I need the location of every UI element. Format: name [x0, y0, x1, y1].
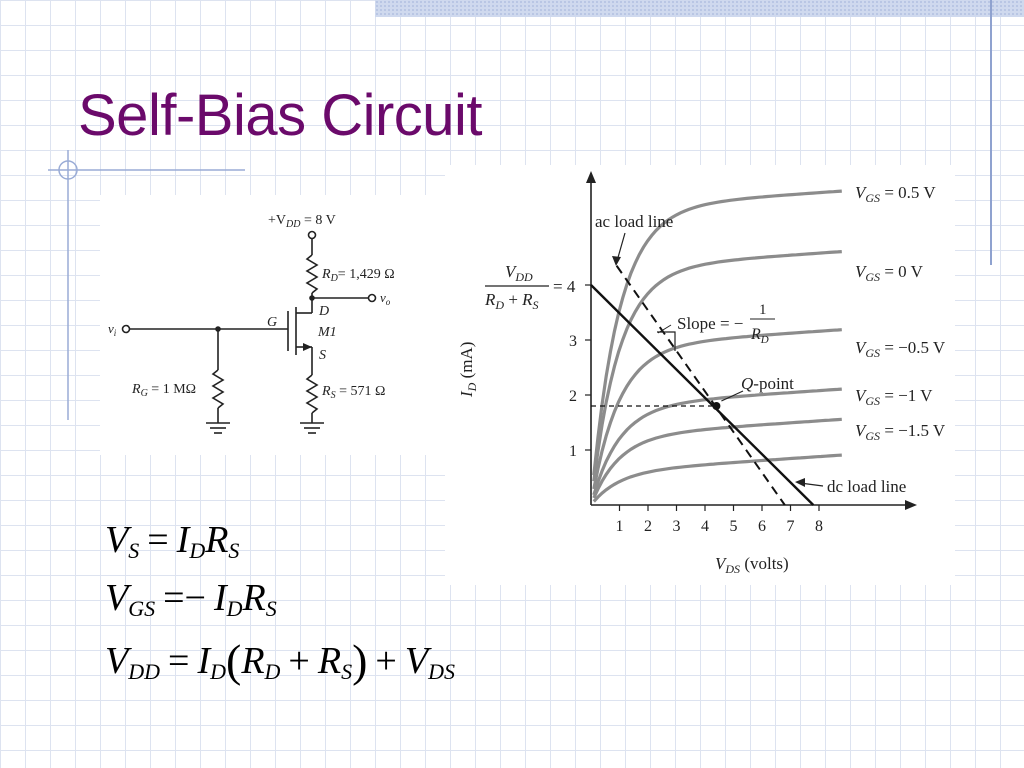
svg-text:vo: vo: [380, 290, 391, 307]
axis-ticks: 1 2 3 4 5 6 7 8 1 2 3: [569, 284, 823, 535]
vgs-label-4: VGS = −1.5 V: [855, 421, 946, 443]
x-tick-label: 6: [758, 518, 766, 535]
svg-text:RD: RD: [750, 326, 769, 346]
x-axis-arrow: [905, 500, 917, 510]
equation-vs: VS=IDRS: [105, 519, 240, 563]
y-tick-label: 2: [569, 388, 577, 405]
dc-load-line-label: dc load line: [827, 477, 906, 496]
y-tick-label: 3: [569, 333, 577, 350]
circuit-svg: +VDD = 8 V RD= 1,429 Ω D G M1 S vo vi RG…: [108, 213, 395, 434]
ac-load-line-label: ac load line: [595, 212, 673, 231]
svg-text:S: S: [319, 348, 326, 363]
q-point-label: Q-point: [741, 374, 794, 393]
equation-vdd: VDD=ID(RD+RS)+VDS: [105, 635, 455, 686]
dc-label-arrowhead: [795, 478, 805, 487]
y-axis-title: ID (mA): [457, 342, 479, 398]
x-tick-label: 3: [673, 518, 681, 535]
svg-text:M1: M1: [317, 325, 337, 340]
slide-title: Self-Bias Circuit: [78, 83, 483, 148]
x-tick-label: 4: [701, 518, 709, 535]
x-tick-label: 5: [730, 518, 738, 535]
vgs-curve-4: [592, 417, 842, 499]
q-point-marker: [712, 402, 721, 410]
ac-label-arrowhead: [612, 256, 621, 266]
y-tick-label: 1: [569, 443, 577, 460]
svg-text:D: D: [318, 304, 329, 319]
svg-text:Slope = −: Slope = −: [677, 314, 743, 333]
vgs-curves: [592, 189, 842, 503]
svg-text:vi: vi: [108, 321, 117, 338]
svg-text:RD= 1,429 Ω: RD= 1,429 Ω: [321, 267, 395, 284]
x-tick-label: 8: [815, 518, 823, 535]
drain-characteristics-chart: 1 2 3 4 5 6 7 8 1 2 3 VDS (volts) ID (mA) VDD RD +…: [445, 165, 955, 585]
vgs-label-0: VGS = 0.5 V: [855, 183, 936, 205]
right-decor-rule: [990, 0, 992, 265]
svg-text:= 4: = 4: [553, 277, 576, 296]
ac-label-pointer: [616, 232, 626, 262]
ac-load-line: [615, 265, 786, 506]
vgs-curve-3: [592, 387, 842, 496]
vgs-label-3: VGS = −1 V: [855, 386, 933, 408]
load-lines: [590, 265, 815, 506]
svg-text:RG = 1 MΩ: RG = 1 MΩ: [131, 382, 196, 399]
x-axis-title: VDS (volts): [715, 554, 789, 576]
vgs-label-2: VGS = −0.5 V: [855, 338, 946, 360]
chart-labels: VGS = 0.5 V VGS = 0 V VGS = −0.5 V VGS = −1…: [595, 183, 946, 496]
title-underline-decor: [48, 150, 245, 420]
svg-text:RS = 571 Ω: RS = 571 Ω: [321, 384, 385, 401]
y-axis-arrow: [586, 171, 596, 183]
q-label-pointer: [721, 390, 744, 402]
vgs-curve-1: [592, 250, 842, 482]
svg-text:RD + RS: RD + RS: [484, 290, 539, 312]
svg-text:VDD: VDD: [505, 262, 533, 284]
svg-text:G: G: [267, 315, 277, 330]
vgs-label-1: VGS = 0 V: [855, 262, 924, 284]
equation-vgs: VGS=−IDRS: [105, 577, 277, 621]
chart-svg: 1 2 3 4 5 6 7 8 1 2 3 VDS (volts) ID (mA) VDD RD +…: [457, 171, 946, 576]
x-tick-label: 1: [616, 518, 624, 535]
top-decor-band: [375, 0, 1024, 17]
vgs-curve-0: [592, 189, 842, 476]
ymax-fraction-label: VDD RD + RS = 4: [484, 262, 576, 312]
svg-text:+VDD = 8 V: +VDD = 8 V: [268, 213, 336, 230]
self-bias-circuit-schematic: +VDD = 8 V RD= 1,429 Ω D G M1 S vo vi RG…: [100, 195, 445, 455]
vgs-curve-2: [592, 328, 842, 490]
dc-load-line: [590, 284, 815, 506]
x-tick-label: 7: [787, 518, 795, 535]
svg-text:1: 1: [759, 302, 767, 318]
vgs-curve-5: [592, 453, 842, 503]
x-tick-label: 2: [644, 518, 652, 535]
slope-annotation: Slope = − 1 RD: [657, 302, 775, 351]
